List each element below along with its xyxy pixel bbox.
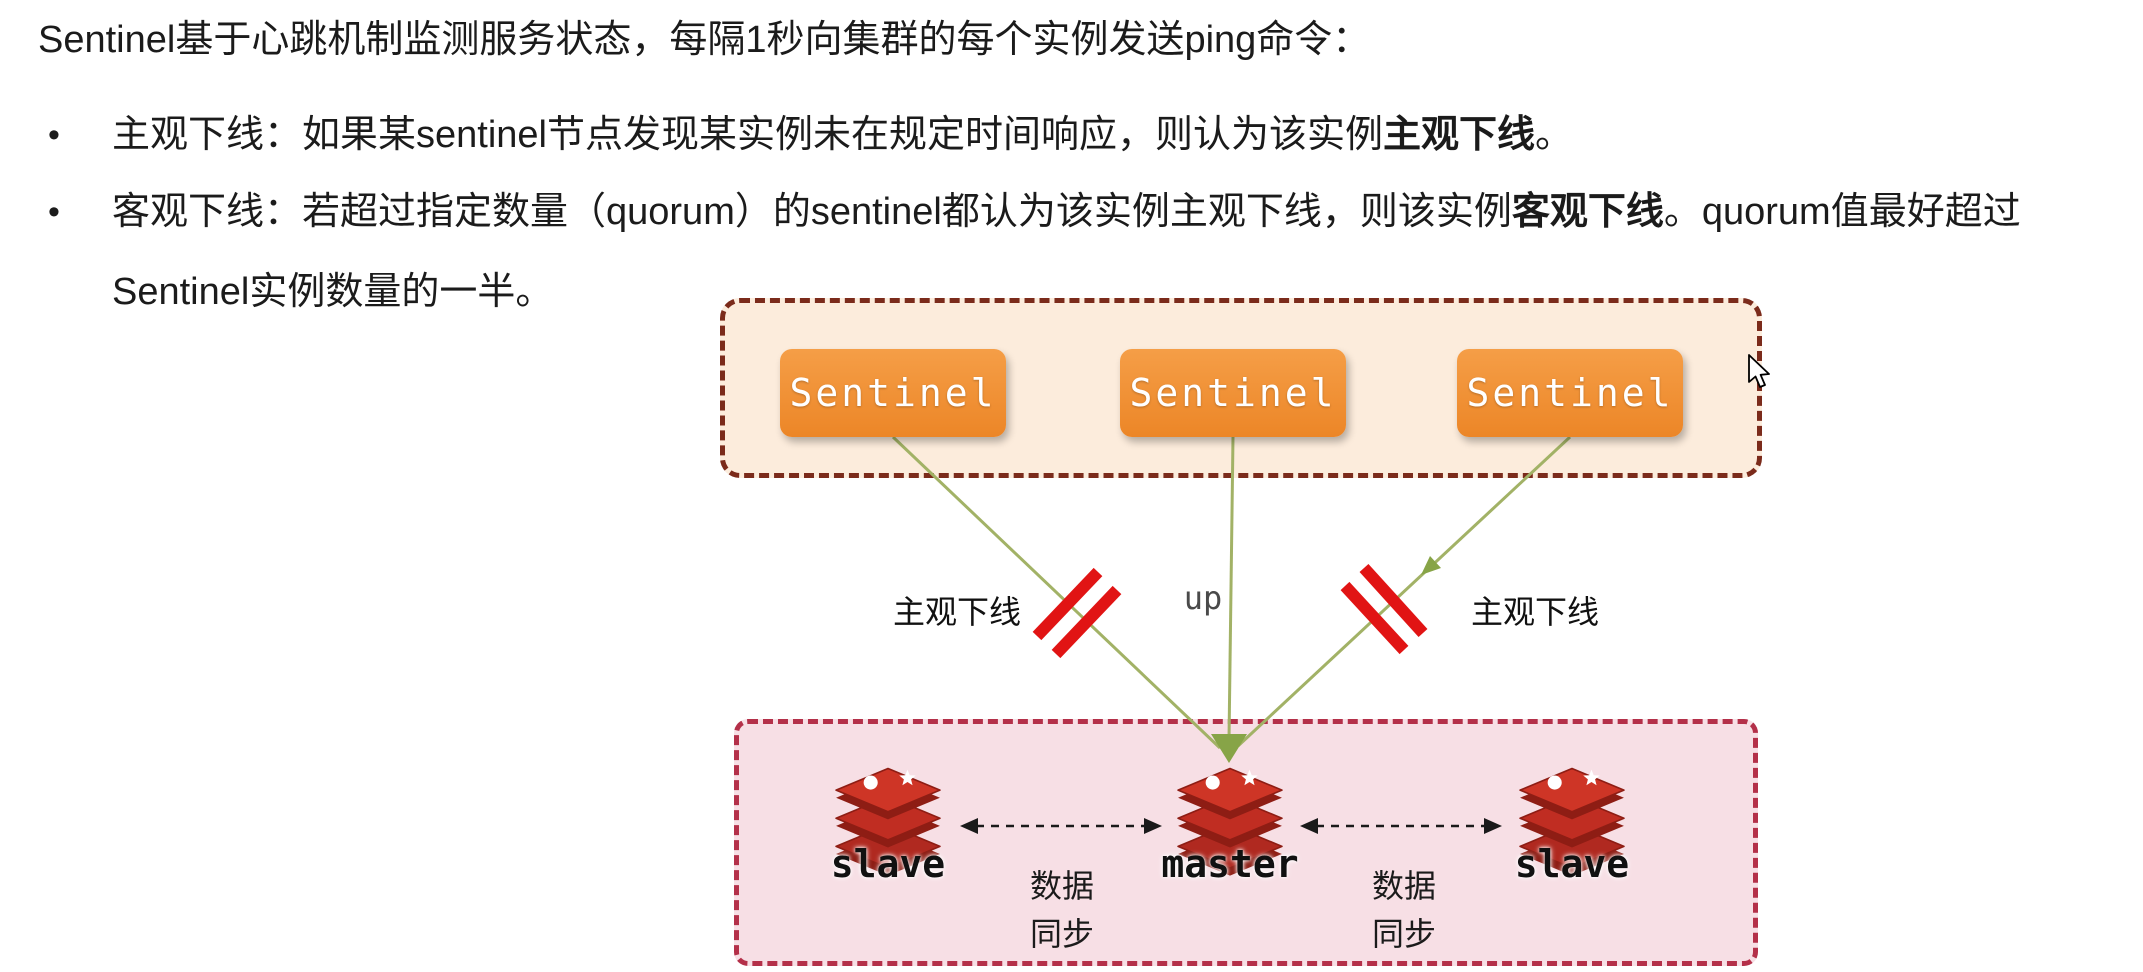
bullet-1-tail: 。 [1535, 114, 1574, 156]
sentinel-node-label: Sentinel [1129, 371, 1337, 415]
bullet-subjective-offline: • 主观下线：如果某sentinel节点发现某实例未在规定时间响应，则认为该实例… [48, 95, 1573, 175]
label-subjective-down-right: 主观下线 [1470, 594, 1599, 630]
break-bar [1340, 581, 1409, 655]
break-bar [1359, 563, 1428, 638]
bullet-1-lead: 主观下线：如果某sentinel节点发现某实例未在规定时间响应，则认为该实例 [112, 114, 1383, 156]
node-label-master: master [1161, 842, 1299, 886]
bullet-text-1: 主观下线：如果某sentinel节点发现某实例未在规定时间响应，则认为该实例主观… [112, 95, 1573, 175]
bullet-2-bold: 客观下线 [1511, 191, 1664, 233]
label-data-sync-left: 数据 同步 [1029, 868, 1094, 952]
label-data-sync-right: 数据 同步 [1371, 868, 1436, 952]
bullet-text-2: 客观下线：若超过指定数量（quorum）的sentinel都认为该实例主观下线，… [112, 172, 2102, 332]
bullet-dot: • [48, 193, 60, 231]
sentinel-node-1: Sentinel [780, 349, 1006, 437]
bullet-dot: • [48, 116, 60, 154]
sentinel-node-label: Sentinel [789, 371, 997, 415]
bullet-objective-offline: • 客观下线：若超过指定数量（quorum）的sentinel都认为该实例主观下… [48, 172, 2102, 332]
label-subjective-down-left: 主观下线 [892, 594, 1021, 630]
node-label-slave-right: slave [1514, 842, 1630, 886]
mouse-cursor-icon [1748, 354, 1770, 388]
label-up: up [1183, 579, 1223, 617]
sentinel-node-2: Sentinel [1120, 349, 1346, 437]
node-label-slave-left: slave [830, 842, 946, 886]
page-title: Sentinel基于心跳机制监测服务状态，每隔1秒向集群的每个实例发送ping命… [38, 19, 1371, 61]
bullet-1-bold: 主观下线 [1382, 114, 1535, 156]
sentinel-node-3: Sentinel [1457, 349, 1683, 437]
bullet-2-tail: 。quorum值最好超过Sentinel实例数量的一半。 [112, 191, 2021, 313]
arrow-on-right-link [1421, 556, 1441, 575]
bullet-2-lead: 客观下线：若超过指定数量（quorum）的sentinel都认为该实例主观下线，… [112, 191, 1512, 233]
link-break-right [1340, 563, 1428, 655]
sentinel-node-label: Sentinel [1466, 371, 1674, 415]
